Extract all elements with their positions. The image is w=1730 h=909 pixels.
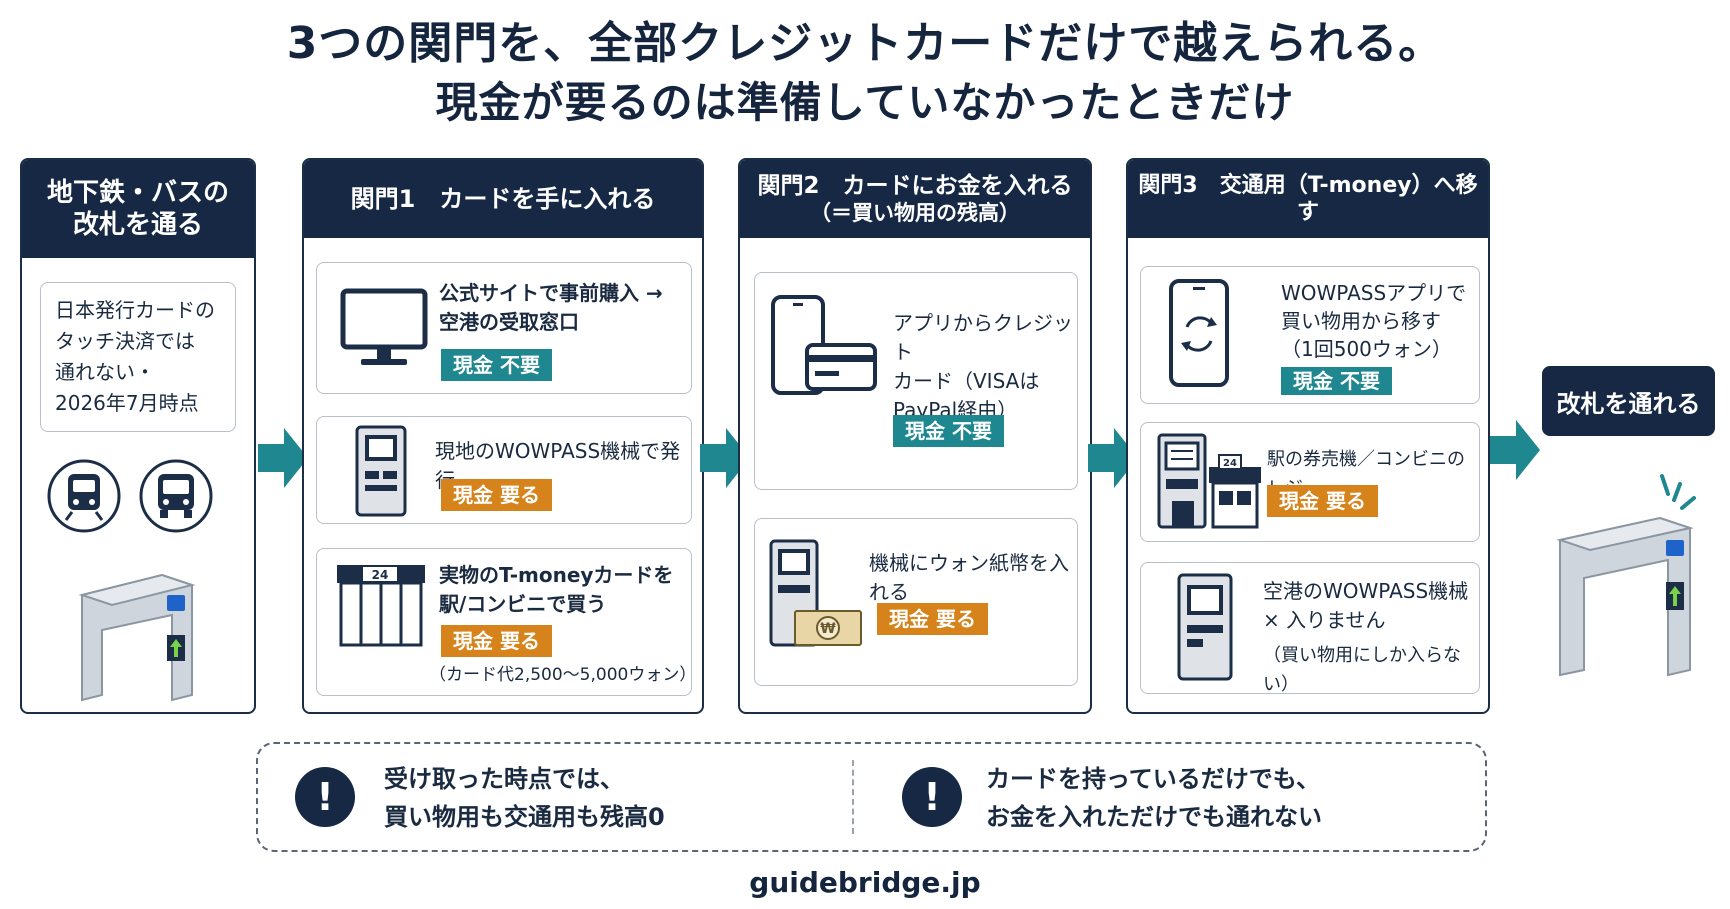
item-text-line: 買い物用から移す (1281, 309, 1441, 333)
gate2-item-app: アプリからクレジット カード（VISAは PayPal経由） 現金 不要 (754, 272, 1078, 490)
notice-line: 買い物用も交通用も残高0 (384, 803, 665, 831)
gate3-item-station-store: 24 駅の券売機／コンビニのレジ 現金 要る (1140, 422, 1480, 542)
item-text-line: （1回500ウォン） (1281, 337, 1452, 361)
title-line-2: 現金が要るのは準備していなかったときだけ (435, 78, 1295, 127)
start-header-line-1: 地下鉄・バスの (46, 177, 229, 208)
title-line-1: 3つの関門を、全部クレジットカードだけで越えられる。 (286, 18, 1444, 69)
item-text-line: 現地のWOWPASS機械で発行 (435, 439, 681, 492)
gate1-item-tmoney: 24 実物のT-moneyカードを 駅/コンビニで買う 現金 要る （カード代2… (316, 548, 697, 696)
footer-site[interactable]: guidebridge.jp (749, 866, 981, 899)
notice-divider (852, 760, 854, 834)
notice-text-1: 受け取った時点では、 買い物用も交通用も残高0 (384, 760, 665, 836)
item-text-line: 空港のWOWPASS機械 (1263, 579, 1469, 603)
gate1-panel: 関門1 カードを手に入れる 公式サイトで事前購入 → 空港の受取窓口 現金 不要… (302, 158, 704, 714)
item-text-line: 駅/コンビニで買う (439, 592, 607, 616)
gate1-item-kiosk: 現地のWOWPASS機械で発行 現金 要る (316, 416, 692, 524)
start-panel: 地下鉄・バスの 改札を通る 日本発行カードの タッチ決済では 通れない・ 202… (20, 158, 256, 714)
arrow-right-icon (1490, 420, 1540, 480)
gate3-item-airport-kiosk: 空港のWOWPASS機械 × 入りません （買い物用にしか入らない） (1140, 562, 1480, 695)
start-note-line: 通れない・ (55, 360, 155, 384)
kiosk-icon (355, 425, 407, 517)
cash-not-needed-badge: 現金 不要 (893, 415, 1004, 447)
cash-not-needed-badge: 現金 不要 (441, 349, 552, 381)
gate1-header-label: 関門1 カードを手に入れる (350, 185, 656, 213)
item-note: （買い物用にしか入らない） (1263, 645, 1461, 695)
item-text-line: 空港の受取窓口 (439, 310, 579, 334)
gate2-header-line-1: 関門2 カードにお金を入れる (757, 172, 1073, 199)
start-note-line: タッチ決済では (55, 329, 195, 353)
cash-needed-badge: 現金 要る (441, 479, 552, 511)
exclamation-icon: ! (295, 767, 355, 827)
currency-symbol: ₩ (820, 621, 836, 637)
train-icon (47, 459, 121, 533)
cash-needed-badge: 現金 要る (441, 625, 552, 657)
bus-icon (139, 459, 213, 533)
gate1-item-online: 公式サイトで事前購入 → 空港の受取窓口 現金 不要 (316, 262, 692, 394)
phone-sync-icon (1169, 279, 1229, 387)
phone-card-icon (771, 295, 877, 395)
store-icon: 24 (337, 565, 425, 647)
notice-line: お金を入れただけでも通れない (986, 803, 1322, 831)
item-text-line: 機械にウォン紙幣を入れる (869, 551, 1069, 604)
gate3-panel: 関門3 交通用（T-money）へ移す WOWPASSアプリで 買い物用から移す… (1126, 158, 1490, 714)
final-result-label: 改札を通れる (1542, 366, 1715, 436)
exclamation-icon: ! (902, 767, 962, 827)
cash-needed-badge: 現金 要る (877, 603, 988, 635)
start-note-line: 2026年7月時点 (55, 391, 199, 415)
start-panel-header: 地下鉄・バスの 改札を通る (22, 160, 254, 258)
start-note-line: 日本発行カードの (55, 298, 215, 322)
gate3-item-app-transfer: WOWPASSアプリで 買い物用から移す （1回500ウォン） 現金 不要 (1140, 266, 1480, 404)
item-text-line: アプリからクレジット (893, 311, 1073, 364)
gate2-header-line-2: （＝買い物用の残高） (810, 201, 1020, 226)
notice-box (256, 742, 1487, 852)
cash-needed-badge: 現金 要る (1267, 485, 1378, 517)
item-text-line: 公式サイトで事前購入 → (439, 281, 663, 305)
item-text-line: 実物のT-moneyカードを (439, 563, 674, 587)
item-text-line: × 入りません (1263, 608, 1386, 632)
item-text-line: WOWPASSアプリで (1281, 281, 1467, 305)
monitor-icon (340, 288, 428, 365)
arrow-right-icon (700, 428, 750, 488)
item-text-line: カード（VISAは (893, 369, 1040, 393)
ticket-gate-icon (78, 573, 196, 702)
gate1-header: 関門1 カードを手に入れる (304, 160, 702, 238)
gate2-item-kiosk-cash: ₩ 機械にウォン紙幣を入れる 現金 要る (754, 518, 1078, 686)
open-gate-icon (1556, 474, 1696, 677)
store-sign-text: 24 (1223, 458, 1237, 469)
notice-line: 受け取った時点では、 (384, 765, 624, 793)
gate2-panel: 関門2 カードにお金を入れる （＝買い物用の残高） アプリからクレジット カード… (738, 158, 1092, 714)
gate3-header: 関門3 交通用（T-money）へ移す (1128, 160, 1488, 238)
arrow-right-icon (1088, 428, 1138, 488)
gate2-header: 関門2 カードにお金を入れる （＝買い物用の残高） (740, 160, 1090, 238)
notice-line: カードを持っているだけでも、 (986, 765, 1321, 793)
notice-text-2: カードを持っているだけでも、 お金を入れただけでも通れない (986, 760, 1322, 836)
gate3-header-label: 関門3 交通用（T-money）へ移す (1138, 172, 1478, 226)
kiosk-cash-icon: ₩ (769, 539, 862, 647)
kiosk-icon (1177, 573, 1233, 681)
ticket-machine-store-icon: 24 (1157, 433, 1261, 529)
item-note: （カード代2,500〜5,000ウォン） (429, 665, 697, 685)
store-sign-text: 24 (372, 568, 389, 582)
start-note-card: 日本発行カードの タッチ決済では 通れない・ 2026年7月時点 (40, 282, 236, 432)
cash-not-needed-badge: 現金 不要 (1281, 367, 1392, 395)
start-header-line-2: 改札を通る (72, 210, 203, 240)
arrow-right-icon (258, 428, 308, 488)
